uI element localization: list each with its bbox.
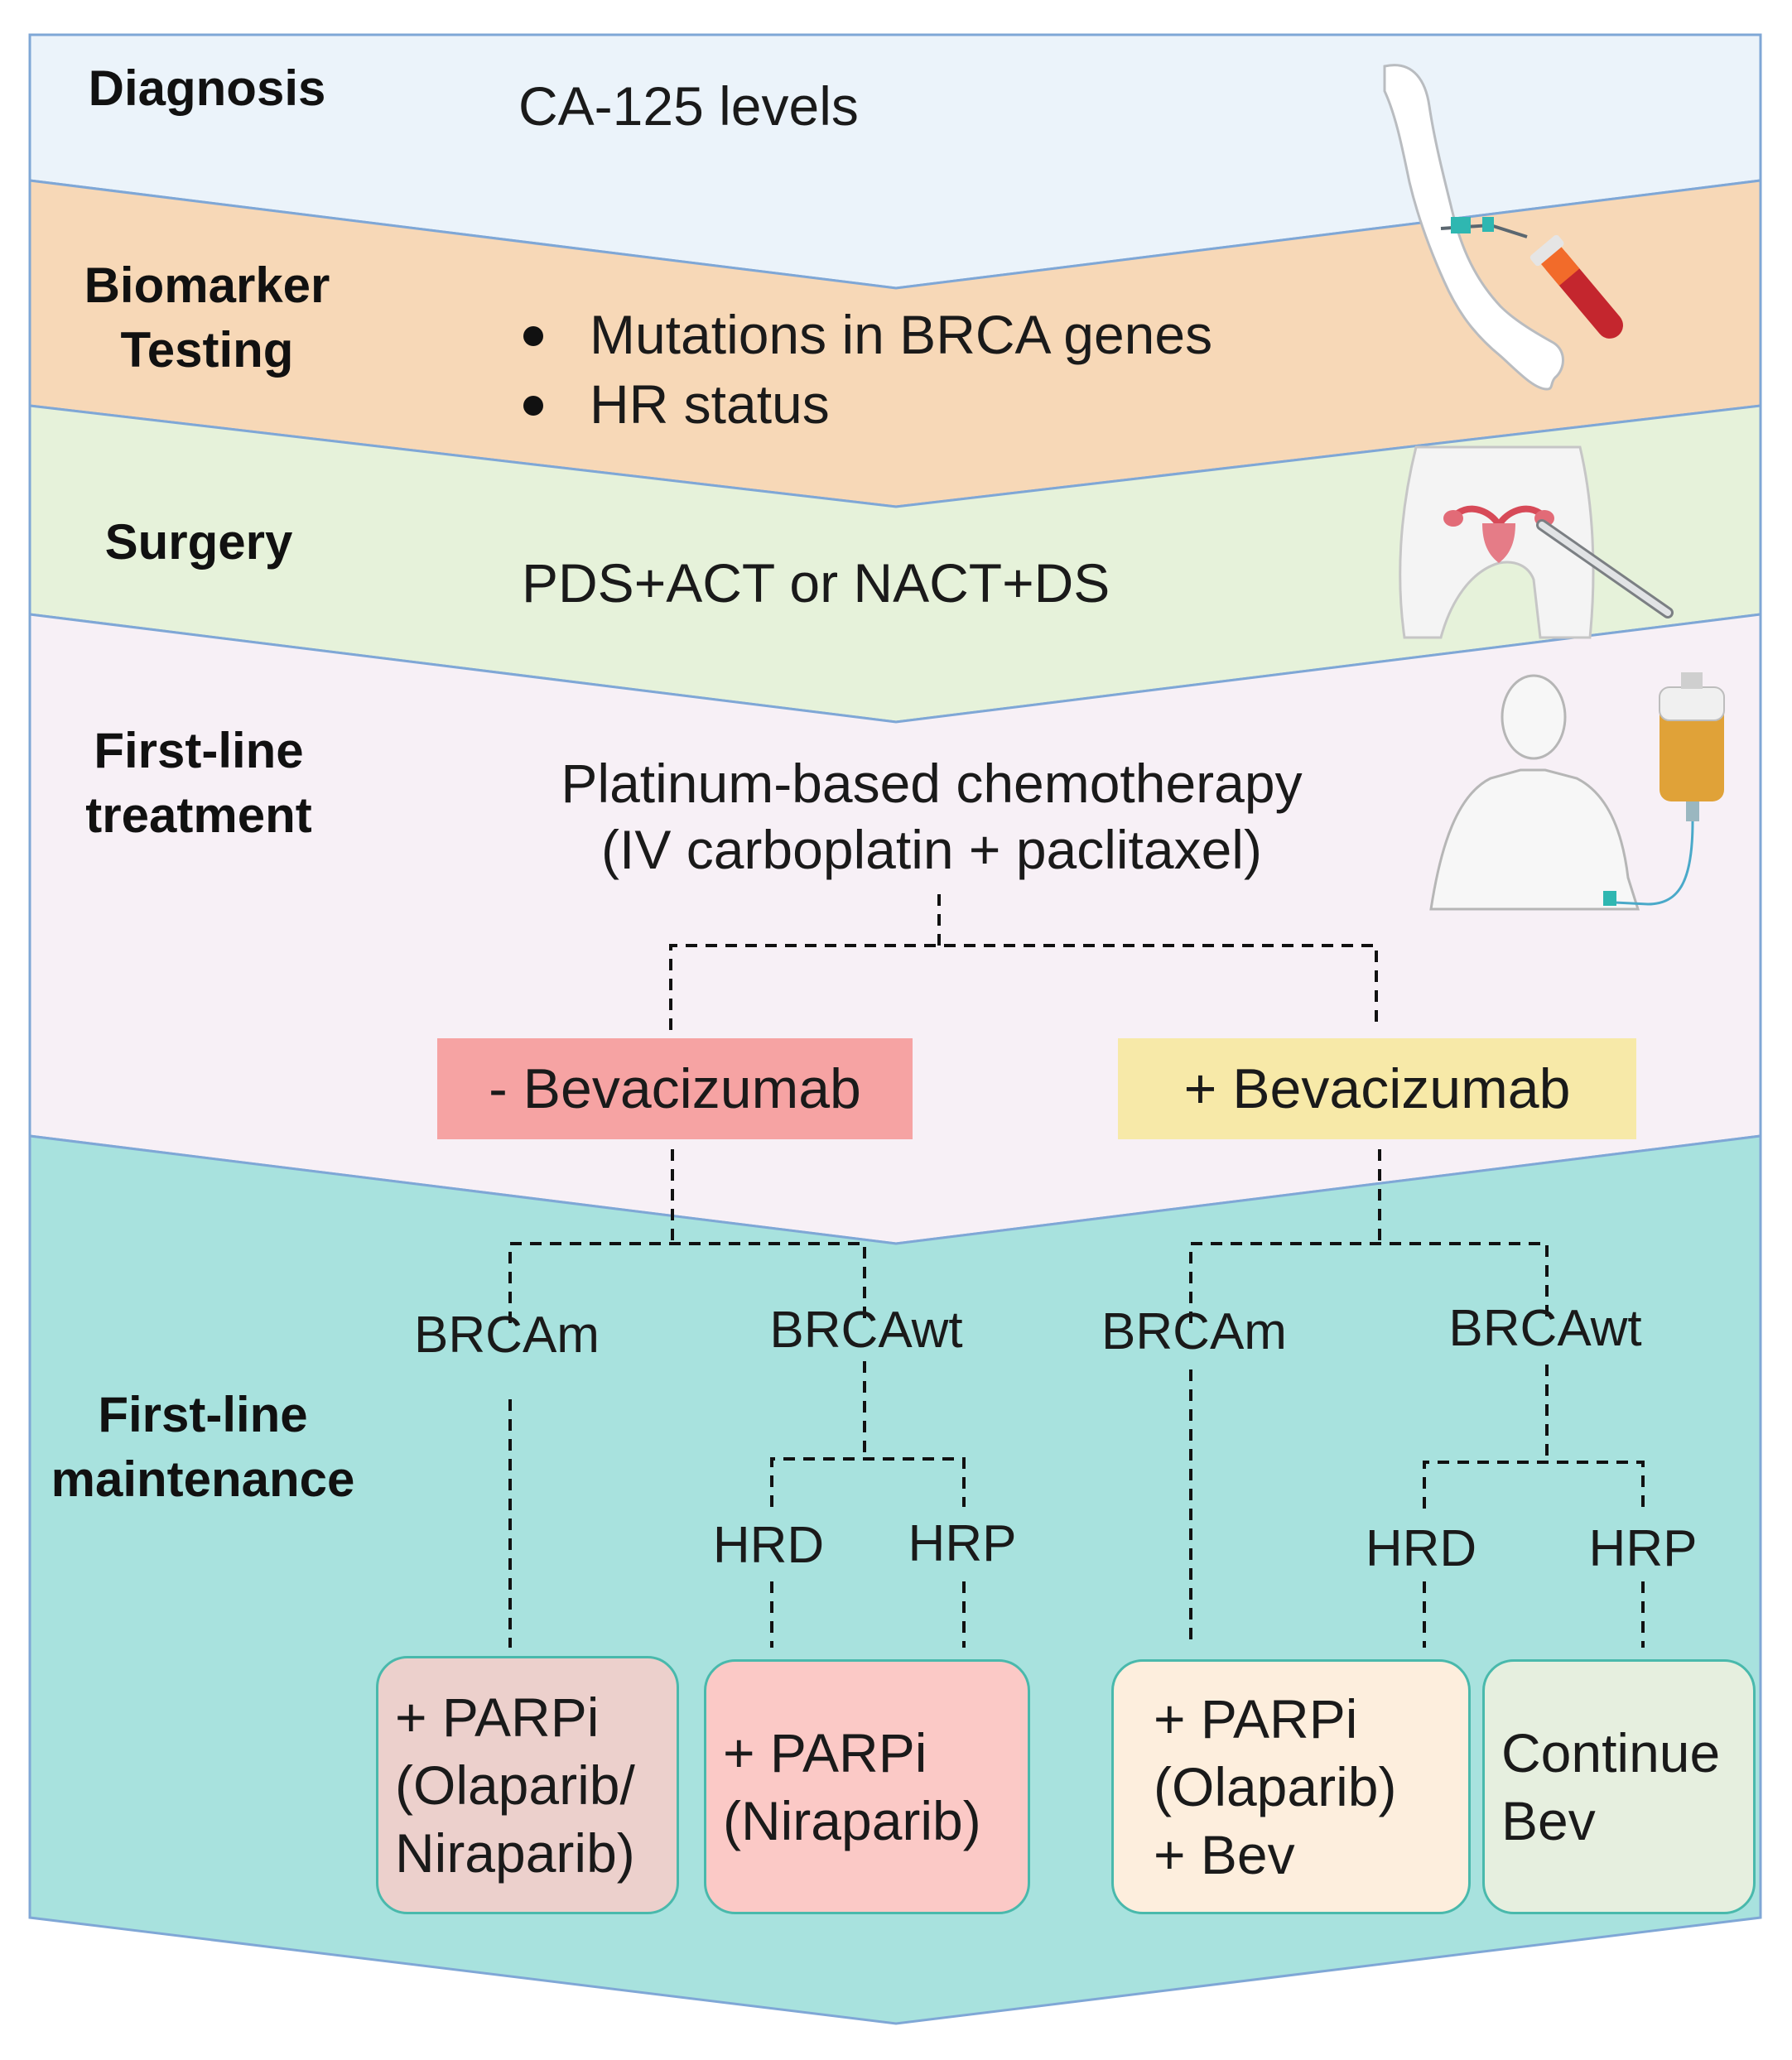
left-brcawt-label: BRCAwt xyxy=(769,1302,963,1359)
bullet-icon xyxy=(523,326,543,346)
stage-diagnosis: Diagnosis xyxy=(88,60,326,116)
treatment-line-1: Platinum-based chemotherapy xyxy=(561,753,1303,814)
right-brcam-label: BRCAm xyxy=(1101,1303,1287,1360)
iv-chemotherapy-patient-icon xyxy=(1429,672,1725,911)
right-brcawt-label: BRCAwt xyxy=(1448,1300,1642,1357)
minus-bevacizumab-label: - Bevacizumab xyxy=(489,1057,861,1120)
biomarker-item: HR status xyxy=(513,369,1212,439)
olaparib-bev-text: + PARPi (Olaparib) + Bev xyxy=(1154,1688,1397,1885)
plus-bevacizumab-label: + Bevacizumab xyxy=(1183,1057,1571,1120)
plus-bevacizumab-box xyxy=(1118,1038,1636,1139)
biomarker-item: Mutations in BRCA genes xyxy=(513,300,1212,369)
stage-first-line-maintenance: First-line maintenance xyxy=(51,1387,355,1507)
olaparib-niraparib-box: + PARPi (Olaparib/ Niraparib) xyxy=(376,1656,679,1914)
diagnosis-text: CA-125 levels xyxy=(518,75,859,137)
stage-biomarker-testing: Biomarker Testing xyxy=(84,258,330,378)
surgery-text: PDS+ACT or NACT+DS xyxy=(522,552,1110,614)
right-hrp-label: HRP xyxy=(1588,1520,1698,1577)
left-brcam-label: BRCAm xyxy=(414,1307,600,1364)
stage-surgery: Surgery xyxy=(104,514,293,570)
treatment-line-2: (IV carboplatin + paclitaxel) xyxy=(601,819,1262,880)
olaparib-bev-box: + PARPi (Olaparib) + Bev xyxy=(1111,1659,1471,1914)
continue-bev-text: Continue Bev xyxy=(1501,1722,1721,1851)
bullet-icon xyxy=(523,396,543,416)
connector-lines xyxy=(508,894,1645,1648)
uterus-surgery-icon xyxy=(1399,445,1674,639)
continue-bev-box: Continue Bev xyxy=(1482,1659,1756,1914)
stage-first-line-treatment: First-line treatment xyxy=(85,723,312,843)
right-hrd-label: HRD xyxy=(1365,1520,1477,1577)
niraparib-box: + PARPi (Niraparib) xyxy=(704,1659,1030,1914)
left-hrp-label: HRP xyxy=(908,1515,1017,1572)
niraparib-text: + PARPi (Niraparib) xyxy=(723,1722,981,1851)
blood-draw-arm-icon xyxy=(1383,64,1623,391)
olaparib-niraparib-text: + PARPi (Olaparib/ Niraparib) xyxy=(395,1687,635,1884)
biomarker-list: Mutations in BRCA genes HR status xyxy=(513,300,1212,439)
minus-bevacizumab-box xyxy=(437,1038,913,1139)
left-hrd-label: HRD xyxy=(712,1517,825,1574)
